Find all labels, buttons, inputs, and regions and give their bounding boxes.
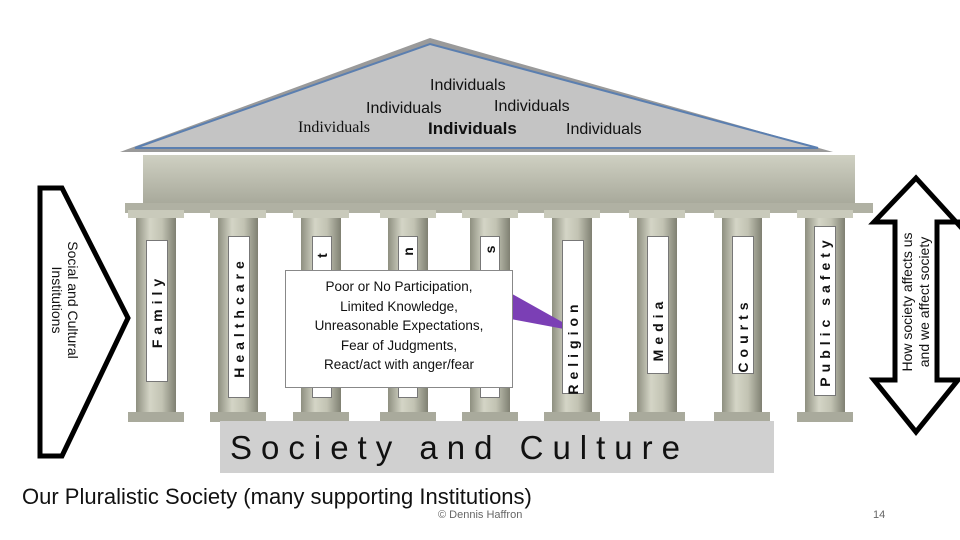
pillar-media-label: Media bbox=[650, 297, 666, 362]
right-arrow-label: How society affects us and we affect soc… bbox=[899, 232, 933, 371]
callout-line: Limited Knowledge, bbox=[340, 298, 458, 314]
barriers-callout: Poor or No Participation, Limited Knowle… bbox=[285, 270, 513, 388]
pillar-family-label: Family bbox=[149, 273, 165, 349]
pillar-healthcare-label: Healthcare bbox=[231, 256, 247, 378]
pillar-hidden-3-label: s bbox=[482, 240, 498, 254]
callout-line: Unreasonable Expectations, bbox=[314, 318, 484, 333]
slide-caption: Our Pluralistic Society (many supporting… bbox=[22, 484, 532, 509]
pediment-label-mid-right: Individuals bbox=[494, 98, 570, 115]
pillar-healthcare: Healthcare bbox=[228, 236, 250, 398]
pillar-hidden-2-label: n bbox=[400, 242, 416, 256]
foundation-label: Society and Culture bbox=[230, 429, 689, 466]
entablature bbox=[143, 155, 855, 210]
left-arrow-label: Social and Cultural Institutions bbox=[49, 241, 81, 359]
pillar-media: Media bbox=[647, 236, 669, 374]
pillar-religion-label: Religion bbox=[565, 299, 581, 396]
page-number: 14 bbox=[873, 509, 886, 521]
callout-line: Fear of Judgments, bbox=[340, 337, 458, 353]
pillar-family: Family bbox=[146, 240, 168, 382]
pediment-label-mid-left: Individuals bbox=[366, 100, 442, 117]
left-arrow-label-line1: Social and Cultural bbox=[65, 241, 81, 359]
pediment-label-bottom-left: Individuals bbox=[298, 119, 370, 136]
pediment-label-bottom-center: Individuals bbox=[428, 119, 517, 138]
foundation-band: Society and Culture bbox=[220, 421, 774, 473]
pillar-hidden-1-label: t bbox=[314, 248, 330, 258]
pediment-label-top: Individuals bbox=[430, 77, 506, 94]
pillar-courts-label: Courts bbox=[735, 297, 751, 373]
left-arrow-label-line2: Institutions bbox=[49, 266, 65, 334]
right-double-arrow bbox=[868, 174, 960, 436]
pediment-label-bottom-right: Individuals bbox=[566, 121, 642, 138]
pediment bbox=[134, 42, 819, 149]
copyright: © Dennis Haffron bbox=[438, 509, 523, 521]
left-arrow bbox=[37, 185, 131, 459]
callout-line: Poor or No Participation, bbox=[325, 279, 473, 294]
callout-pointer bbox=[505, 290, 580, 332]
callout-line: React/act with anger/fear bbox=[323, 357, 475, 372]
right-arrow-label-line2: and we affect society bbox=[916, 236, 932, 368]
pillar-courts: Courts bbox=[732, 236, 754, 374]
pillar-public-safety: Public safety bbox=[814, 226, 836, 396]
right-arrow-label-line1: How society affects us bbox=[899, 232, 915, 372]
pillar-religion: Religion bbox=[562, 240, 584, 396]
pillar-public-safety-label: Public safety bbox=[817, 235, 833, 387]
